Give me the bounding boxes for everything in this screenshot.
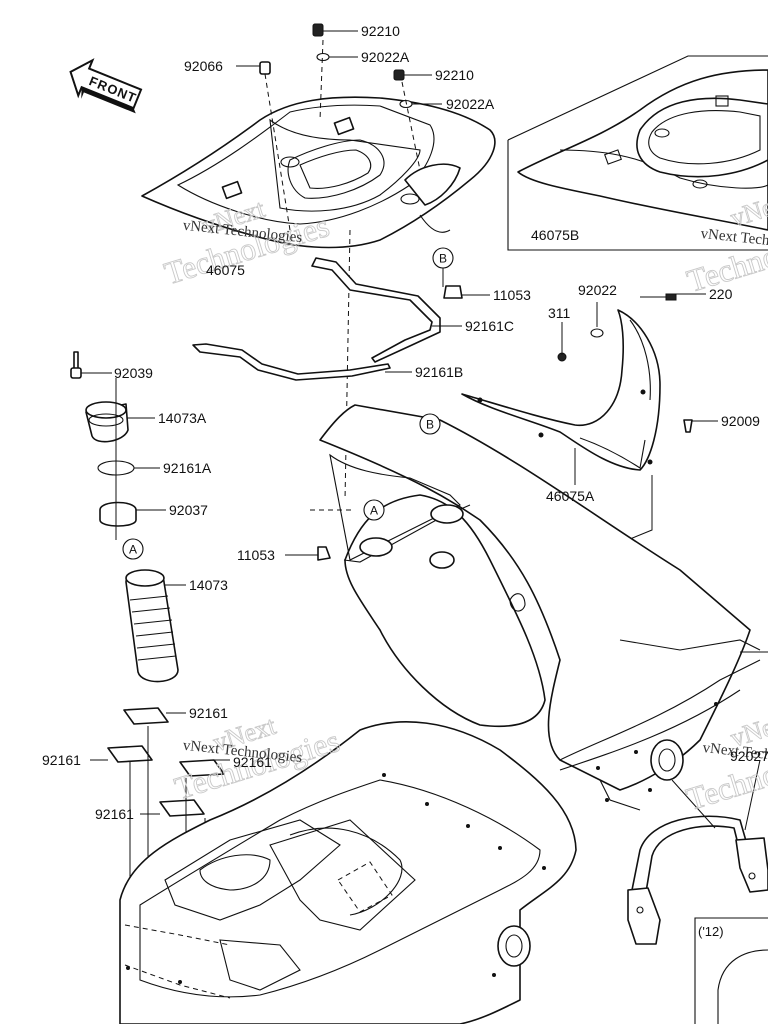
front-arrow-icon: FRONT [69,58,143,114]
label-46075: 46075 [206,262,245,278]
label-46075a: 46075A [546,488,595,504]
label-92161c: 92161C [465,318,514,334]
label-92022a-top: 92022A [361,49,410,65]
label-11053-b: 11053 [493,287,531,303]
callout-b-label: B [426,418,434,432]
callout-a-label: A [370,504,378,518]
label-46075b: 46075B [531,227,579,243]
callout-b-top: B [432,247,454,269]
label-220: 220 [709,286,733,302]
label-92022a-mid: 92022A [446,96,495,112]
part-hull-body [285,404,768,811]
label-11053-a: 11053 [237,547,275,563]
label-92161b: 92161B [415,364,463,380]
inset-46075b [507,55,768,251]
label-92039: 92039 [114,365,153,381]
part-46075-seat-cover [141,96,496,249]
filler-parts [70,351,186,683]
label-92037: 92037 [169,502,208,518]
part-92027-grab-bar [627,759,768,945]
label-92210-mid: 92210 [435,67,474,83]
callout-b-hull: B [419,413,441,435]
label-92009: 92009 [721,413,760,429]
label-92210-top: 92210 [361,23,400,39]
label-92161-3: 92161 [233,754,272,770]
label-92022: 92022 [578,282,617,298]
stickers-92161 [90,707,230,1000]
leader-lines-top [236,30,490,501]
label-92161-1: 92161 [189,705,228,721]
callout-a-hull: A [363,499,385,521]
label-311: 311 [548,305,571,321]
year-note: ('12) [698,924,724,939]
callout-b-label: B [439,252,447,266]
part-46075a-front-panel [461,293,718,581]
label-92027: 92027 [730,748,768,764]
callout-a-label: A [129,543,137,557]
callout-a-left: A [122,538,144,560]
label-92161-2: 92161 [42,752,81,768]
label-92066: 92066 [184,58,223,74]
label-92161-4: 92161 [95,806,134,822]
inset-12: ('12) [694,917,768,1024]
part-lower-deck [119,721,577,1024]
label-14073a: 14073A [158,410,207,426]
part-labels: 92210 92022A 92066 92210 92022A 46075B 4… [42,23,768,822]
label-14073: 14073 [189,577,228,593]
gaskets-92161 [192,257,462,381]
label-92161a: 92161A [163,460,212,476]
